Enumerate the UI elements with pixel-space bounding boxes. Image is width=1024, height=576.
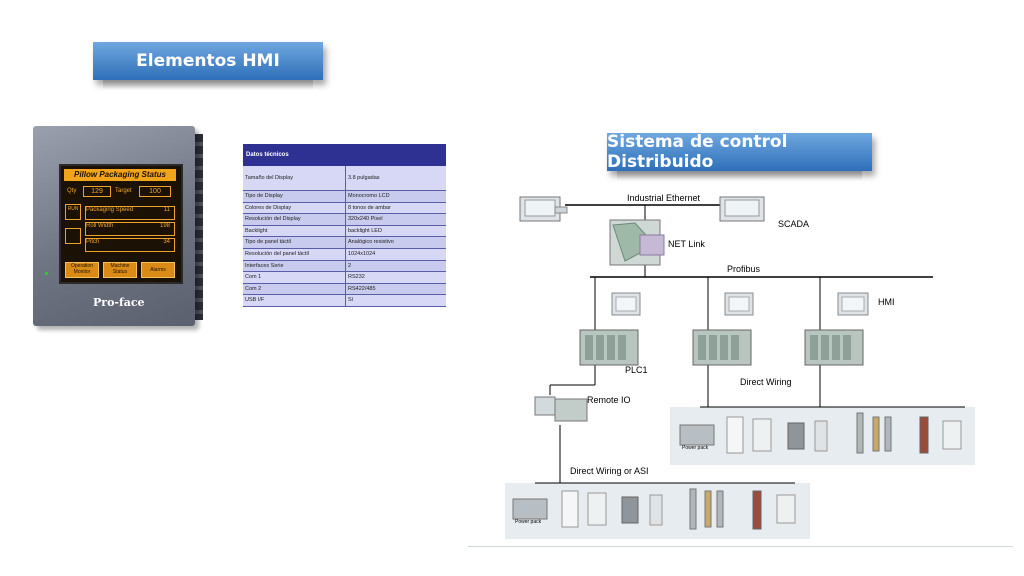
hmi-row-speed-value: 11 [163, 207, 170, 213]
distributed-control-diagram: Industrial Ethernet SCADA NET Link Profi… [505, 193, 975, 539]
hmi-brand-logo: Pro-face [93, 296, 145, 309]
remote-io-icon [534, 396, 588, 422]
spec-value: 320x240 Pixel [348, 216, 383, 223]
spec-value: 1024x1024 [348, 250, 376, 257]
spec-key: Tamaño del Display [243, 166, 346, 190]
plc1-rack-icon [579, 329, 639, 366]
spec-key: Interfaces Serie [243, 260, 346, 272]
hmi-screen-title: Pillow Packaging Status [64, 169, 176, 181]
spec-value: Monocromo LCD [348, 193, 390, 199]
workstation-left-icon [519, 196, 568, 222]
hmi-target-label: Target [115, 188, 132, 194]
profibus-label: Profibus [727, 264, 761, 274]
spec-value: 3.8 pulgadas [348, 175, 380, 181]
remote-io-label: Remote IO [587, 395, 631, 405]
hmi-alarms-button: Alarms [141, 262, 175, 278]
spec-key: USB I/F [243, 295, 346, 306]
net-link-icon [609, 219, 665, 266]
hmi-status-led [45, 272, 48, 275]
scada-workstation-icon [719, 196, 765, 222]
direct-wiring-label: Direct Wiring [740, 377, 792, 387]
plc2-rack-icon [692, 329, 752, 366]
spec-key: Tipo de panel táctil [243, 237, 346, 248]
hmi-row-pitch-label: Pitch [86, 239, 100, 245]
hmi-label: HMI [878, 297, 895, 307]
hmi-row-width: Roll Width 198 [85, 222, 175, 236]
hmi-operation-monitor-button: Operation Monitor [65, 262, 99, 278]
field-devices-panel-right [670, 406, 975, 465]
field-devices-panel-bottom [505, 482, 810, 539]
spec-value: 8 tonos de ambar [348, 204, 391, 211]
hmi-row-width-value: 198 [159, 223, 170, 229]
panel-monitor-2-icon [724, 292, 754, 316]
plc3-rack-icon [804, 329, 864, 366]
net-link-label: NET Link [668, 239, 705, 249]
spec-value: 2 [348, 262, 352, 269]
industrial-ethernet-label: Industrial Ethernet [627, 193, 701, 203]
spec-key: Com 1 [243, 272, 346, 283]
spec-key: Com 2 [243, 283, 346, 295]
spec-value: RS422/485 [348, 285, 376, 292]
spec-key: Resolución del Display [243, 214, 346, 225]
power-pack-bottom-label: Power pack [515, 519, 542, 525]
hmi-qty-label: Qty [67, 188, 77, 194]
spec-table-header: Datos técnicos [243, 144, 446, 166]
spec-key: Colores de Display [243, 202, 346, 214]
spec-value: Sí [348, 297, 354, 304]
hmi-qty-value: 129 [83, 186, 111, 197]
direct-wiring-asi-label: Direct Wiring or ASI [570, 466, 649, 476]
spec-key: Backlight [243, 225, 346, 237]
spec-value: backlight LED [348, 227, 382, 234]
power-pack-right-label: Power pack [682, 445, 709, 451]
hmi-banner-title: Elementos HMI [136, 51, 280, 71]
hmi-side-button [65, 228, 81, 244]
hmi-device-image: Pillow Packaging Status Qty 129 Target 1… [33, 126, 195, 326]
panel-monitor-1-icon [611, 292, 641, 316]
spec-key: Resolución del panel táctil [243, 248, 346, 260]
hmi-monitor-icon [837, 292, 869, 316]
dcs-banner: Sistema de control Distribuido [607, 132, 872, 181]
hmi-row-speed: Packaging Speed 11 [85, 206, 175, 220]
hmi-row-speed-label: Packaging Speed [86, 207, 134, 213]
hmi-elements-banner: Elementos HMI [93, 42, 323, 90]
hmi-run-button: RUN [65, 204, 81, 220]
spec-key: Tipo de Display [243, 191, 346, 202]
hmi-row-pitch: Pitch 34 [85, 238, 175, 252]
scada-label: SCADA [778, 219, 809, 229]
spec-value: RS232 [348, 274, 365, 281]
baseline-divider [468, 546, 1013, 547]
dcs-banner-title: Sistema de control Distribuido [607, 132, 788, 172]
hmi-machine-status-button: Machine Status [103, 262, 137, 278]
hmi-device-screen: Pillow Packaging Status Qty 129 Target 1… [59, 164, 183, 284]
plc1-label: PLC1 [625, 365, 648, 375]
hmi-device-side [193, 134, 203, 320]
hmi-target-value: 100 [139, 186, 171, 197]
spec-value: Analógico resistivo [348, 239, 394, 246]
hmi-row-pitch-value: 34 [163, 239, 170, 245]
hmi-row-width-label: Roll Width [86, 223, 114, 229]
